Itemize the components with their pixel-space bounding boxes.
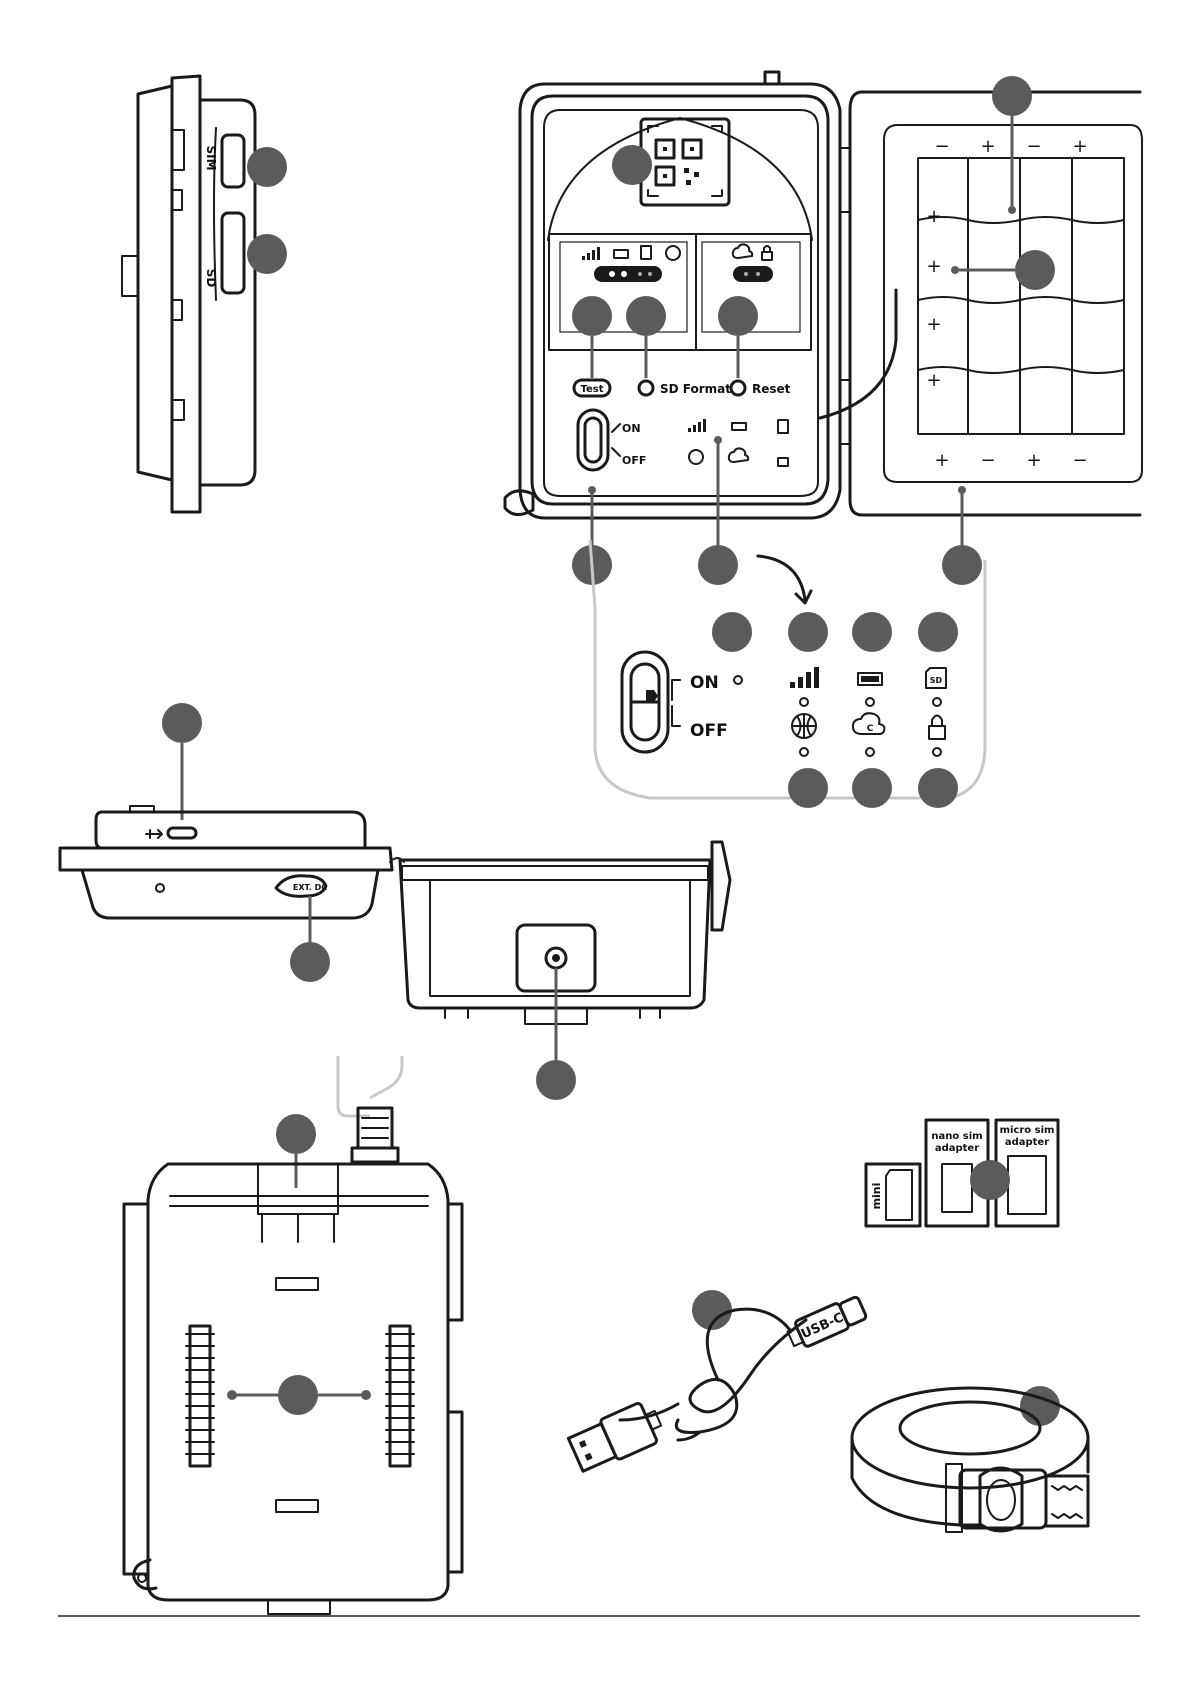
svg-text:+: + bbox=[934, 450, 949, 471]
callout-sd-format-button bbox=[626, 296, 666, 336]
sd-card-icon: SD bbox=[926, 668, 946, 688]
callout-door-seal bbox=[942, 545, 982, 585]
svg-text:−: − bbox=[934, 136, 949, 157]
sd-format-label: SD Format bbox=[660, 382, 731, 396]
callout-usb-port bbox=[162, 703, 202, 743]
ext-port-label: EXT. DC bbox=[293, 883, 327, 892]
top-view: EXT. DC bbox=[60, 703, 730, 1100]
sd-card-icon bbox=[641, 246, 651, 259]
switch-off-label: OFF bbox=[622, 454, 646, 467]
callout-status-leds bbox=[698, 545, 738, 585]
callout-ext-port bbox=[290, 942, 330, 982]
arrow-icon bbox=[758, 556, 805, 600]
svg-text:−: − bbox=[1072, 450, 1087, 471]
callout-zoom-battery bbox=[852, 612, 892, 652]
callout-test-button bbox=[572, 296, 612, 336]
callout-antenna-mount bbox=[276, 1114, 316, 1154]
reset-button[interactable] bbox=[731, 381, 745, 395]
zoom-off-label: OFF bbox=[690, 721, 728, 741]
nano-sim-label-2: adapter bbox=[935, 1143, 979, 1154]
lock-icon bbox=[762, 252, 772, 260]
svg-text:−: − bbox=[980, 450, 995, 471]
svg-text:+: + bbox=[1026, 450, 1041, 471]
led-icon bbox=[734, 676, 941, 756]
callout-sim-adapters bbox=[970, 1160, 1010, 1200]
svg-text:SD: SD bbox=[930, 676, 943, 685]
svg-text:−: − bbox=[1026, 136, 1041, 157]
usb-icon bbox=[146, 830, 162, 838]
callout-zoom-lock bbox=[918, 768, 958, 808]
globe-icon bbox=[666, 246, 680, 260]
callout-sim-slot bbox=[247, 147, 287, 187]
usb-c-cable: USB-C bbox=[567, 1290, 868, 1475]
sim-slot-label: SIM bbox=[204, 145, 218, 170]
micro-sim-label-1: micro sim bbox=[1000, 1125, 1055, 1136]
svg-text:+: + bbox=[926, 314, 941, 335]
callout-reset-button bbox=[718, 296, 758, 336]
callout-zoom-cloud bbox=[852, 768, 892, 808]
callout-strap-slots bbox=[278, 1375, 318, 1415]
front-open-view: Test SD Format Reset ON OFF bbox=[505, 72, 1142, 585]
side-view: SIM SD bbox=[122, 76, 287, 512]
svg-text:C: C bbox=[867, 724, 874, 734]
callout-zoom-sd bbox=[918, 612, 958, 652]
cloud-icon bbox=[733, 244, 752, 258]
battery-icon bbox=[858, 673, 882, 685]
usb-c-port[interactable] bbox=[168, 828, 196, 838]
strap bbox=[852, 1386, 1088, 1532]
callout-batteries bbox=[1015, 250, 1055, 290]
back-view bbox=[124, 1056, 462, 1614]
mini-sim-label: mini bbox=[870, 1183, 883, 1210]
callout-zoom-globe bbox=[788, 768, 828, 808]
callout-tripod-mount bbox=[536, 1060, 576, 1100]
signal-bars-icon bbox=[582, 247, 600, 260]
sim-adapters: mini nano sim adapter micro sim adapter bbox=[866, 1120, 1058, 1226]
reset-label: Reset bbox=[752, 382, 791, 396]
callout-strap bbox=[1020, 1386, 1060, 1426]
svg-text:+: + bbox=[980, 136, 995, 157]
battery-icon bbox=[614, 250, 628, 258]
zoom-on-label: ON bbox=[690, 673, 719, 693]
lock-icon bbox=[929, 716, 945, 740]
svg-text:+: + bbox=[1072, 136, 1087, 157]
strap-slot-left bbox=[186, 1326, 214, 1466]
svg-text:+: + bbox=[926, 206, 941, 227]
test-button-label: Test bbox=[580, 384, 603, 395]
svg-text:+: + bbox=[926, 370, 941, 391]
nano-sim-label-1: nano sim bbox=[931, 1131, 982, 1142]
callout-sd-slot bbox=[247, 234, 287, 274]
callout-zoom-power bbox=[712, 612, 752, 652]
led-panel-zoom: ON OFF SD C bbox=[590, 540, 985, 808]
signal-bars-icon bbox=[790, 667, 819, 688]
sd-format-button[interactable] bbox=[639, 381, 653, 395]
status-icons-small bbox=[688, 419, 788, 466]
callout-zoom-signal bbox=[788, 612, 828, 652]
callout-qr-code bbox=[612, 145, 652, 185]
qr-code-icon bbox=[648, 126, 722, 196]
switch-on-label: ON bbox=[622, 422, 641, 435]
callout-battery-door bbox=[992, 76, 1032, 116]
strap-slot-right bbox=[386, 1326, 414, 1466]
svg-text:+: + bbox=[926, 256, 941, 277]
sd-slot-label: SD bbox=[204, 269, 218, 288]
micro-sim-label-2: adapter bbox=[1005, 1137, 1049, 1148]
polarity-marks: + + + + − + − + + − + − bbox=[926, 136, 1087, 471]
